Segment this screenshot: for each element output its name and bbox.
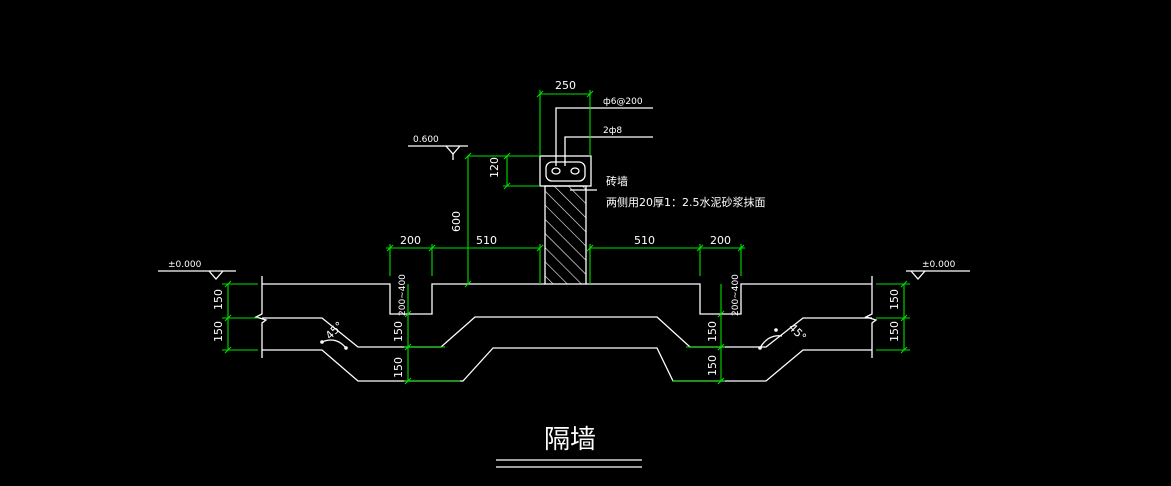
rebar-left bbox=[551, 167, 561, 175]
dim-left-150-b: 150 bbox=[212, 321, 225, 342]
brick-wall-hatch bbox=[544, 185, 587, 285]
dim-inner-right-150-b: 150 bbox=[706, 355, 719, 376]
dim-250: 250 bbox=[555, 79, 576, 92]
angle-left: 45° bbox=[323, 319, 346, 342]
dim-left-150-a: 150 bbox=[212, 289, 225, 310]
dim-right-200: 200 bbox=[710, 234, 731, 247]
dim-inner-right-150-a: 150 bbox=[706, 321, 719, 342]
rebar-right bbox=[570, 167, 580, 175]
wall-note-1: 砖墙 bbox=[606, 174, 628, 188]
slab-bottom-line bbox=[262, 347, 872, 382]
dim-inner-left-150-b: 150 bbox=[392, 357, 405, 378]
break-line-right bbox=[864, 276, 878, 358]
dim-right-510: 510 bbox=[634, 234, 655, 247]
slab-top-left bbox=[262, 283, 545, 315]
svg-text:0.600: 0.600 bbox=[413, 135, 439, 145]
dim-right-150-a: 150 bbox=[888, 289, 901, 310]
stirrup-note: ф6@200 bbox=[603, 97, 643, 107]
drawing-title: 隔墙 bbox=[544, 425, 596, 455]
leader-rebar bbox=[564, 136, 653, 166]
elevation-marker-top: 0.600 bbox=[408, 135, 468, 160]
dim-groove-left: 200~400 bbox=[398, 274, 408, 316]
elevation-marker-left: ±0.000 bbox=[158, 260, 236, 280]
dim-left-510: 510 bbox=[476, 234, 497, 247]
angle-arc-right bbox=[759, 335, 783, 349]
dim-120: 120 bbox=[488, 157, 501, 178]
elevation-marker-right: ±0.000 bbox=[906, 260, 970, 280]
wall-note-2: 两侧用20厚1：2.5水泥砂浆抹面 bbox=[606, 195, 766, 209]
dim-groove-right: 200~400 bbox=[731, 274, 741, 316]
dim-right-150-b: 150 bbox=[888, 321, 901, 342]
dim-left-200: 200 bbox=[400, 234, 421, 247]
svg-text:±0.000: ±0.000 bbox=[922, 260, 956, 270]
break-line-left bbox=[254, 276, 268, 358]
rebar-note: 2ф8 bbox=[603, 126, 622, 136]
angle-right: 45° bbox=[786, 321, 809, 344]
slab-top-right bbox=[586, 283, 872, 315]
dim-600: 600 bbox=[450, 211, 463, 232]
dim-inner-left-150-a: 150 bbox=[392, 321, 405, 342]
leader-stirrup bbox=[555, 107, 653, 166]
slab-mid-line bbox=[262, 316, 872, 348]
svg-text:±0.000: ±0.000 bbox=[168, 260, 202, 270]
angle-arc-left bbox=[321, 339, 347, 349]
